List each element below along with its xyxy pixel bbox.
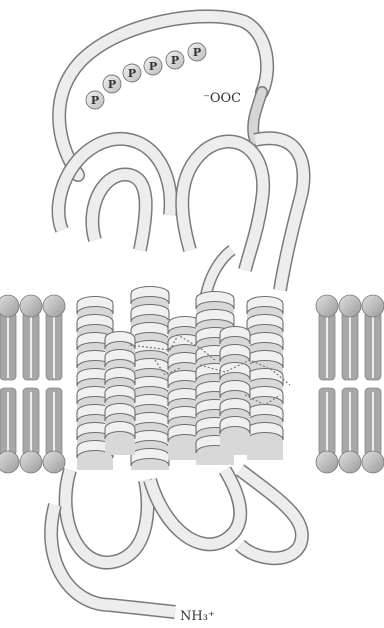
phosphate-label: P [193,46,201,59]
phosphate-group: P [144,57,162,75]
phosphate-label: P [108,78,116,91]
helix [247,297,283,461]
helix [131,287,169,471]
membrane-left [0,295,65,473]
lipid-head [362,295,384,317]
phosphate-label: P [128,67,136,80]
lipid-head [43,451,65,473]
lipid-head [316,295,338,317]
lipid-head [20,451,42,473]
n-terminus-label: NH₃⁺ [180,609,215,624]
lipid-head [20,295,42,317]
lipid-head [339,295,361,317]
lipid-head [0,451,19,473]
transmembrane-helices [77,287,283,471]
membrane-right [316,295,384,473]
lipid-head [339,451,361,473]
phosphate-label: P [91,94,99,107]
lipid-head [316,451,338,473]
extracellular-loops [66,470,302,563]
phosphate-group: P [166,51,184,69]
phosphate-label: P [171,54,179,67]
intracellular-loops [59,138,304,300]
lipid-head [362,451,384,473]
helix [220,327,250,456]
phosphate-group: P [103,75,121,93]
helix [105,332,135,456]
c-terminus-label: ⁻OOC [203,91,241,106]
phosphate-label: P [149,60,157,73]
lipid-head [43,295,65,317]
phosphate-group: P [188,43,206,61]
phosphate-group: P [123,64,141,82]
phosphate-group: P [86,91,104,109]
lipid-head [0,295,19,317]
